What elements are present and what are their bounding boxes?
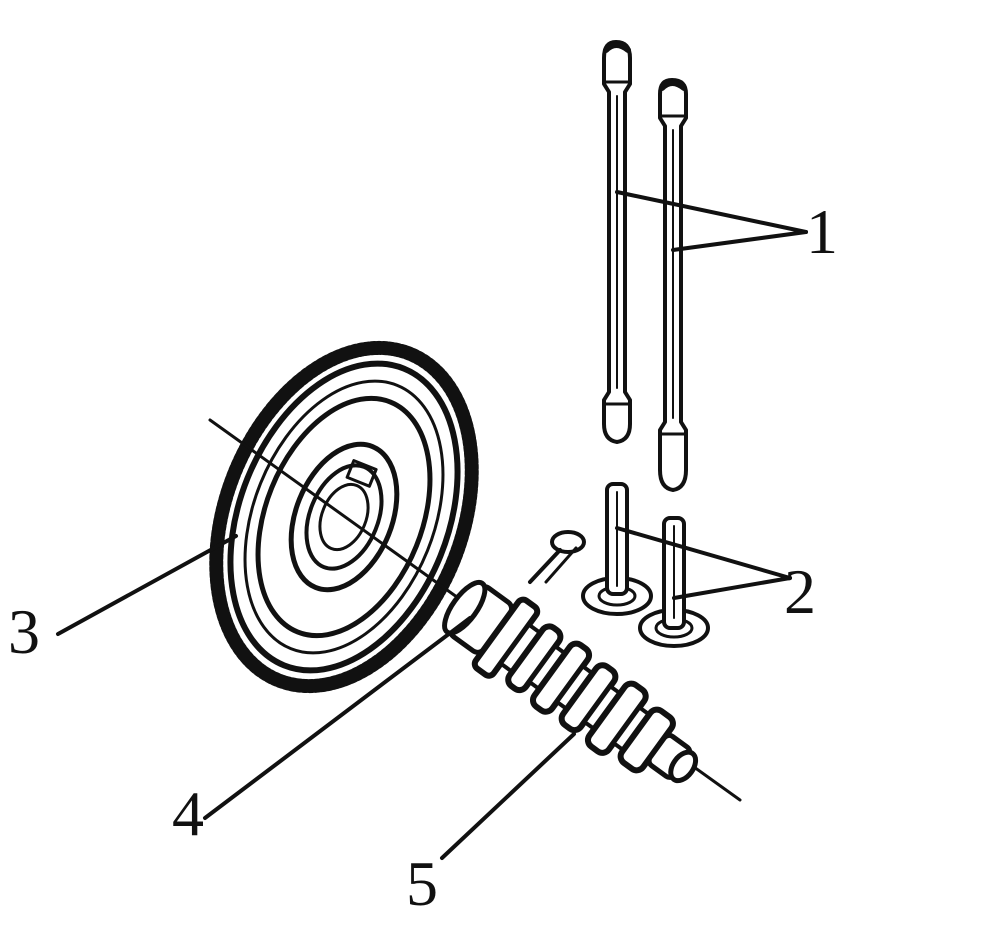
callout-5-camshaft: 5 [406,848,438,919]
callout-4-woodruff-key: 4 [172,778,204,849]
woodruff-key [528,530,586,584]
callout-1-push-rods: 1 [806,196,838,267]
push-rod-right [658,78,688,492]
callout-2-tappets: 2 [784,556,816,627]
camshaft [442,579,699,784]
leader-lines [56,190,808,860]
tappet-left [581,482,653,616]
push-rod-left [602,40,632,444]
callout-3-timing-gear: 3 [8,596,40,667]
tappet-right [638,516,710,648]
